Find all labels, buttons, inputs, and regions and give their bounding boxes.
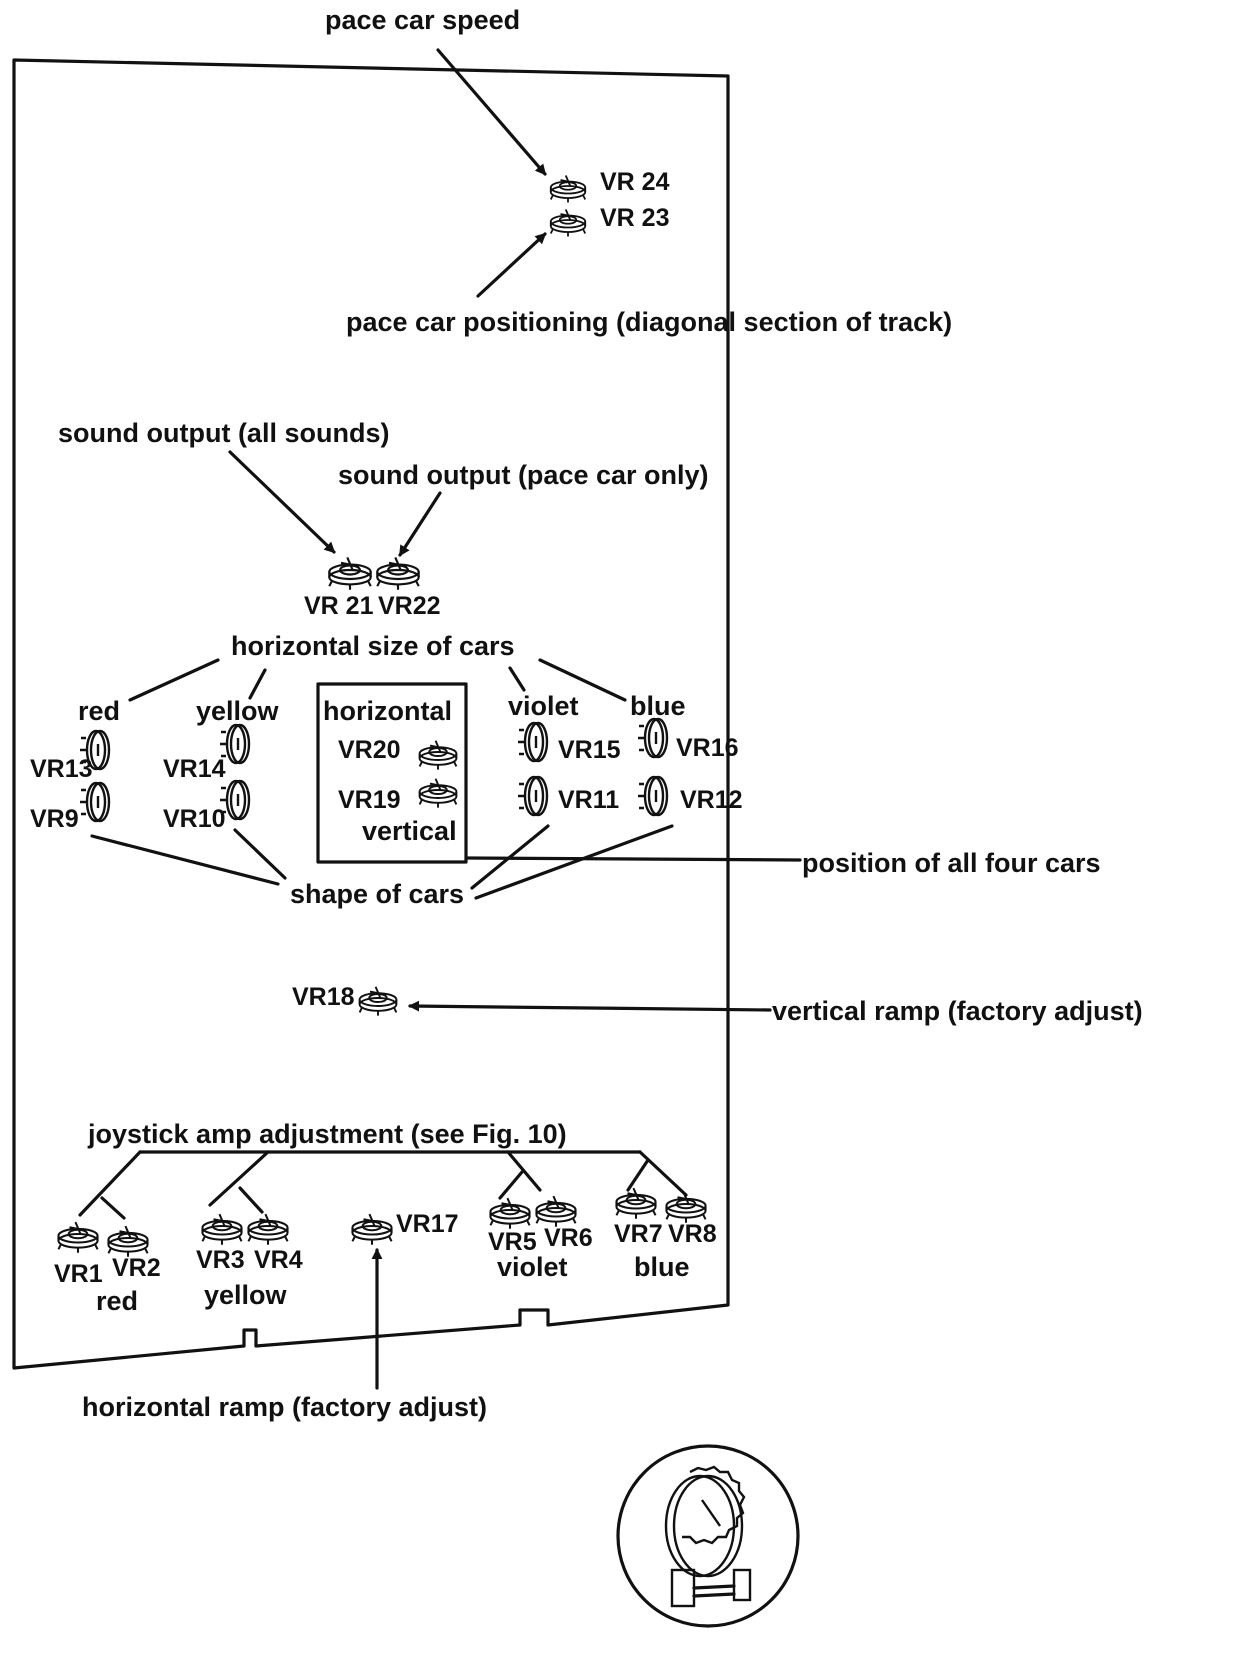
- line-shape-red: [90, 834, 280, 886]
- label-position-all-four: position of all four cars: [802, 848, 1101, 878]
- vr9-label: VR9: [30, 805, 79, 833]
- label-red: red: [78, 696, 120, 726]
- vr10-label: VR10: [163, 805, 226, 833]
- vr4-label: VR4: [254, 1246, 303, 1274]
- vr23-pot-icon: [549, 208, 587, 238]
- arrow-pace-positioning: [476, 232, 547, 298]
- vr24-pot-icon: [549, 174, 587, 204]
- vr2-label: VR2: [112, 1254, 161, 1282]
- label-shape-of-cars: shape of cars: [290, 879, 464, 909]
- label-sound-all: sound output (all sounds): [58, 418, 389, 448]
- line-hsize-blue: [538, 658, 627, 702]
- label-sound-pace: sound output (pace car only): [338, 460, 709, 490]
- vr3-pot-icon: [201, 1213, 243, 1246]
- vr2-pot-icon: [107, 1225, 149, 1258]
- bottom-label-red: red: [96, 1286, 138, 1316]
- vr19-pot-icon: [418, 777, 458, 809]
- line-hsize-red: [128, 658, 220, 702]
- arrow-vertical-ramp: [408, 1000, 772, 1012]
- vr1-label: VR1: [54, 1260, 103, 1288]
- arrow-sound-pace: [398, 491, 442, 557]
- joystick-tick-vr7: [626, 1158, 650, 1192]
- joystick-tick-vr4: [238, 1186, 264, 1214]
- vr19-label: VR19: [338, 786, 401, 814]
- line-position-all-four: [464, 856, 802, 862]
- bottom-label-yellow: yellow: [204, 1280, 288, 1310]
- box-label-vertical: vertical: [362, 816, 457, 846]
- joystick-branch-blue: [638, 1150, 688, 1197]
- vr6-pot-icon: [535, 1195, 577, 1228]
- vr9-pot-icon: [78, 781, 111, 823]
- vr15-label: VR15: [558, 736, 621, 764]
- vr18-label: VR18: [292, 983, 355, 1011]
- vr24-label: VR 24: [600, 168, 670, 196]
- label-vertical-ramp: vertical ramp (factory adjust): [772, 996, 1143, 1026]
- vr17-pot-icon: [351, 1213, 393, 1246]
- label-yellow: yellow: [196, 696, 280, 726]
- vr11-pot-icon: [516, 775, 549, 817]
- vr8-pot-icon: [665, 1191, 707, 1224]
- board-outline: [12, 58, 730, 1370]
- label-pace-car-positioning: pace car positioning (diagonal section o…: [346, 307, 952, 337]
- label-pace-car-speed: pace car speed: [325, 5, 520, 35]
- vr1-pot-icon: [57, 1221, 99, 1254]
- vr12-pot-icon: [636, 775, 669, 817]
- vr16-pot-icon: [636, 717, 669, 759]
- vr12-label: VR12: [680, 786, 743, 814]
- vr3-label: VR3: [196, 1246, 245, 1274]
- arrow-sound-all: [228, 450, 336, 554]
- line-hsize-yellow: [248, 668, 267, 700]
- joystick-branch-red: [78, 1150, 142, 1217]
- label-horizontal-ramp: horizontal ramp (factory adjust): [82, 1392, 487, 1422]
- vr22-label: VR22: [378, 592, 441, 620]
- line-shape-yellow: [233, 828, 287, 880]
- vr22-pot-icon: [376, 556, 420, 591]
- vr18-pot-icon: [358, 985, 398, 1017]
- vr7-label: VR7: [614, 1220, 663, 1248]
- line-hsize-violet: [508, 666, 526, 692]
- joystick-branch-violet: [506, 1150, 542, 1192]
- vr21-pot-icon: [328, 556, 372, 591]
- vr6-label: VR6: [544, 1224, 593, 1252]
- box-label-horizontal: horizontal: [323, 696, 452, 726]
- joystick-tick-vr2: [100, 1196, 126, 1220]
- label-violet: violet: [508, 691, 579, 721]
- vr5-label: VR5: [488, 1228, 537, 1256]
- bottom-label-blue: blue: [634, 1252, 690, 1282]
- label-horizontal-size: horizontal size of cars: [231, 631, 515, 661]
- line-shape-blue: [474, 824, 674, 900]
- trimmer-pot-detail-icon: [616, 1444, 800, 1628]
- label-blue: blue: [630, 691, 686, 721]
- vr7-pot-icon: [615, 1187, 657, 1220]
- vr14-label: VR14: [163, 755, 226, 783]
- bottom-label-violet: violet: [497, 1252, 568, 1282]
- vr13-label: VR13: [30, 755, 93, 783]
- vr20-pot-icon: [418, 739, 458, 771]
- vr21-label: VR 21: [304, 592, 374, 620]
- arrow-pace-speed: [436, 48, 547, 176]
- horizontal-vertical-box: [316, 682, 468, 864]
- joystick-tick-vr5: [498, 1170, 524, 1200]
- vr15-pot-icon: [516, 721, 549, 763]
- vr17-label: VR17: [396, 1210, 459, 1238]
- joystick-branch-yellow: [208, 1150, 270, 1207]
- vr4-pot-icon: [247, 1213, 289, 1246]
- vr16-label: VR16: [676, 734, 739, 762]
- vr23-label: VR 23: [600, 204, 669, 232]
- vr20-label: VR20: [338, 736, 401, 764]
- vr8-label: VR8: [668, 1220, 717, 1248]
- label-joystick: joystick amp adjustment (see Fig. 10): [87, 1119, 567, 1149]
- vr11-label: VR11: [558, 786, 619, 814]
- vr5-pot-icon: [489, 1197, 531, 1230]
